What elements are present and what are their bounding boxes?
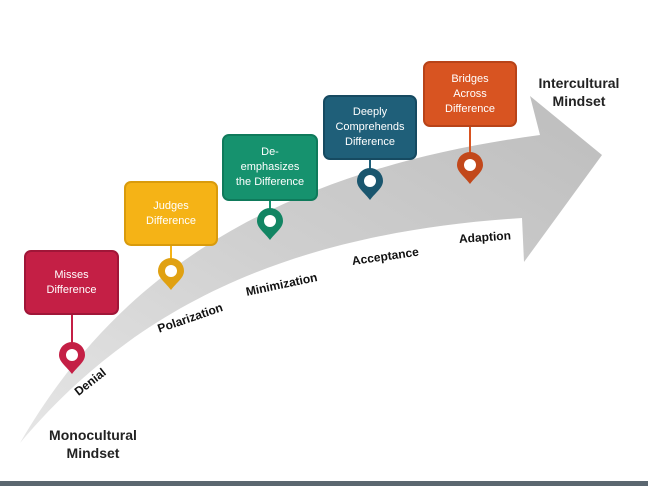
stage-description: Misses Difference <box>46 268 97 296</box>
stage-box-adaption: Bridges Across Difference <box>423 61 517 127</box>
progress-arrow <box>20 96 602 443</box>
stage-description: Judges Difference <box>146 199 196 227</box>
stage-description: Bridges Across Difference <box>445 72 495 115</box>
stage-box-acceptance: Deeply Comprehends Difference <box>323 95 417 160</box>
stage-description: Deeply Comprehends Difference <box>335 106 405 148</box>
start-mindset-label: Monocultural Mindset <box>49 427 137 461</box>
stage-box-polarization: Judges Difference <box>124 181 218 246</box>
end-mindset-label: Intercultural Mindset <box>538 75 620 109</box>
pin-minimization-icon <box>257 208 283 240</box>
footer-bar <box>0 481 648 486</box>
pin-denial-icon <box>59 342 85 374</box>
pin-polarization-icon <box>158 258 184 290</box>
stage-box-denial: Misses Difference <box>24 250 119 315</box>
pin-acceptance-icon <box>357 168 383 200</box>
stage-box-minimization: De- emphasizes the Difference <box>222 134 318 201</box>
pin-adaption-icon <box>457 152 483 184</box>
stage-description: De- emphasizes the Difference <box>235 146 305 188</box>
